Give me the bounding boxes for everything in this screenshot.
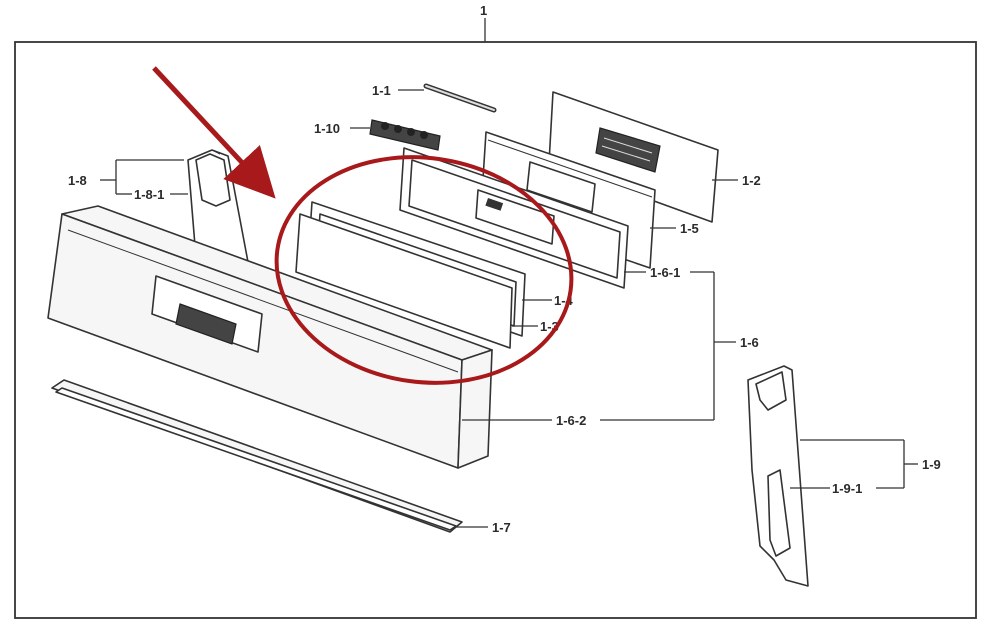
part-1-2-pcb-board xyxy=(548,91,719,223)
label-1-8-1: 1-8-1 xyxy=(134,187,164,202)
label-1-8: 1-8 xyxy=(68,173,87,188)
highlight-ellipse xyxy=(274,155,574,385)
label-1-10: 1-10 xyxy=(314,121,340,136)
label-1-6-1: 1-6-1 xyxy=(650,265,680,280)
label-1-9-1: 1-9-1 xyxy=(832,481,862,496)
part-1-6-2-control-panel xyxy=(47,205,493,469)
part-1-3-glass-panel xyxy=(295,213,513,349)
label-1-5: 1-5 xyxy=(680,221,699,236)
part-1-1-rod xyxy=(423,83,497,113)
part-1-10-connector xyxy=(369,119,441,151)
part-1-9-side-bracket xyxy=(747,365,809,587)
label-1-1: 1-1 xyxy=(372,83,391,98)
label-1: 1 xyxy=(480,3,487,18)
label-1-6: 1-6 xyxy=(740,335,759,350)
label-1-2: 1-2 xyxy=(742,173,761,188)
label-1-6-2: 1-6-2 xyxy=(556,413,586,428)
part-1-7-trim-strip xyxy=(51,379,463,533)
diagram-frame xyxy=(14,41,977,619)
label-1-7: 1-7 xyxy=(492,520,511,535)
highlight-arrow xyxy=(152,66,276,199)
label-1-9: 1-9 xyxy=(922,457,941,472)
